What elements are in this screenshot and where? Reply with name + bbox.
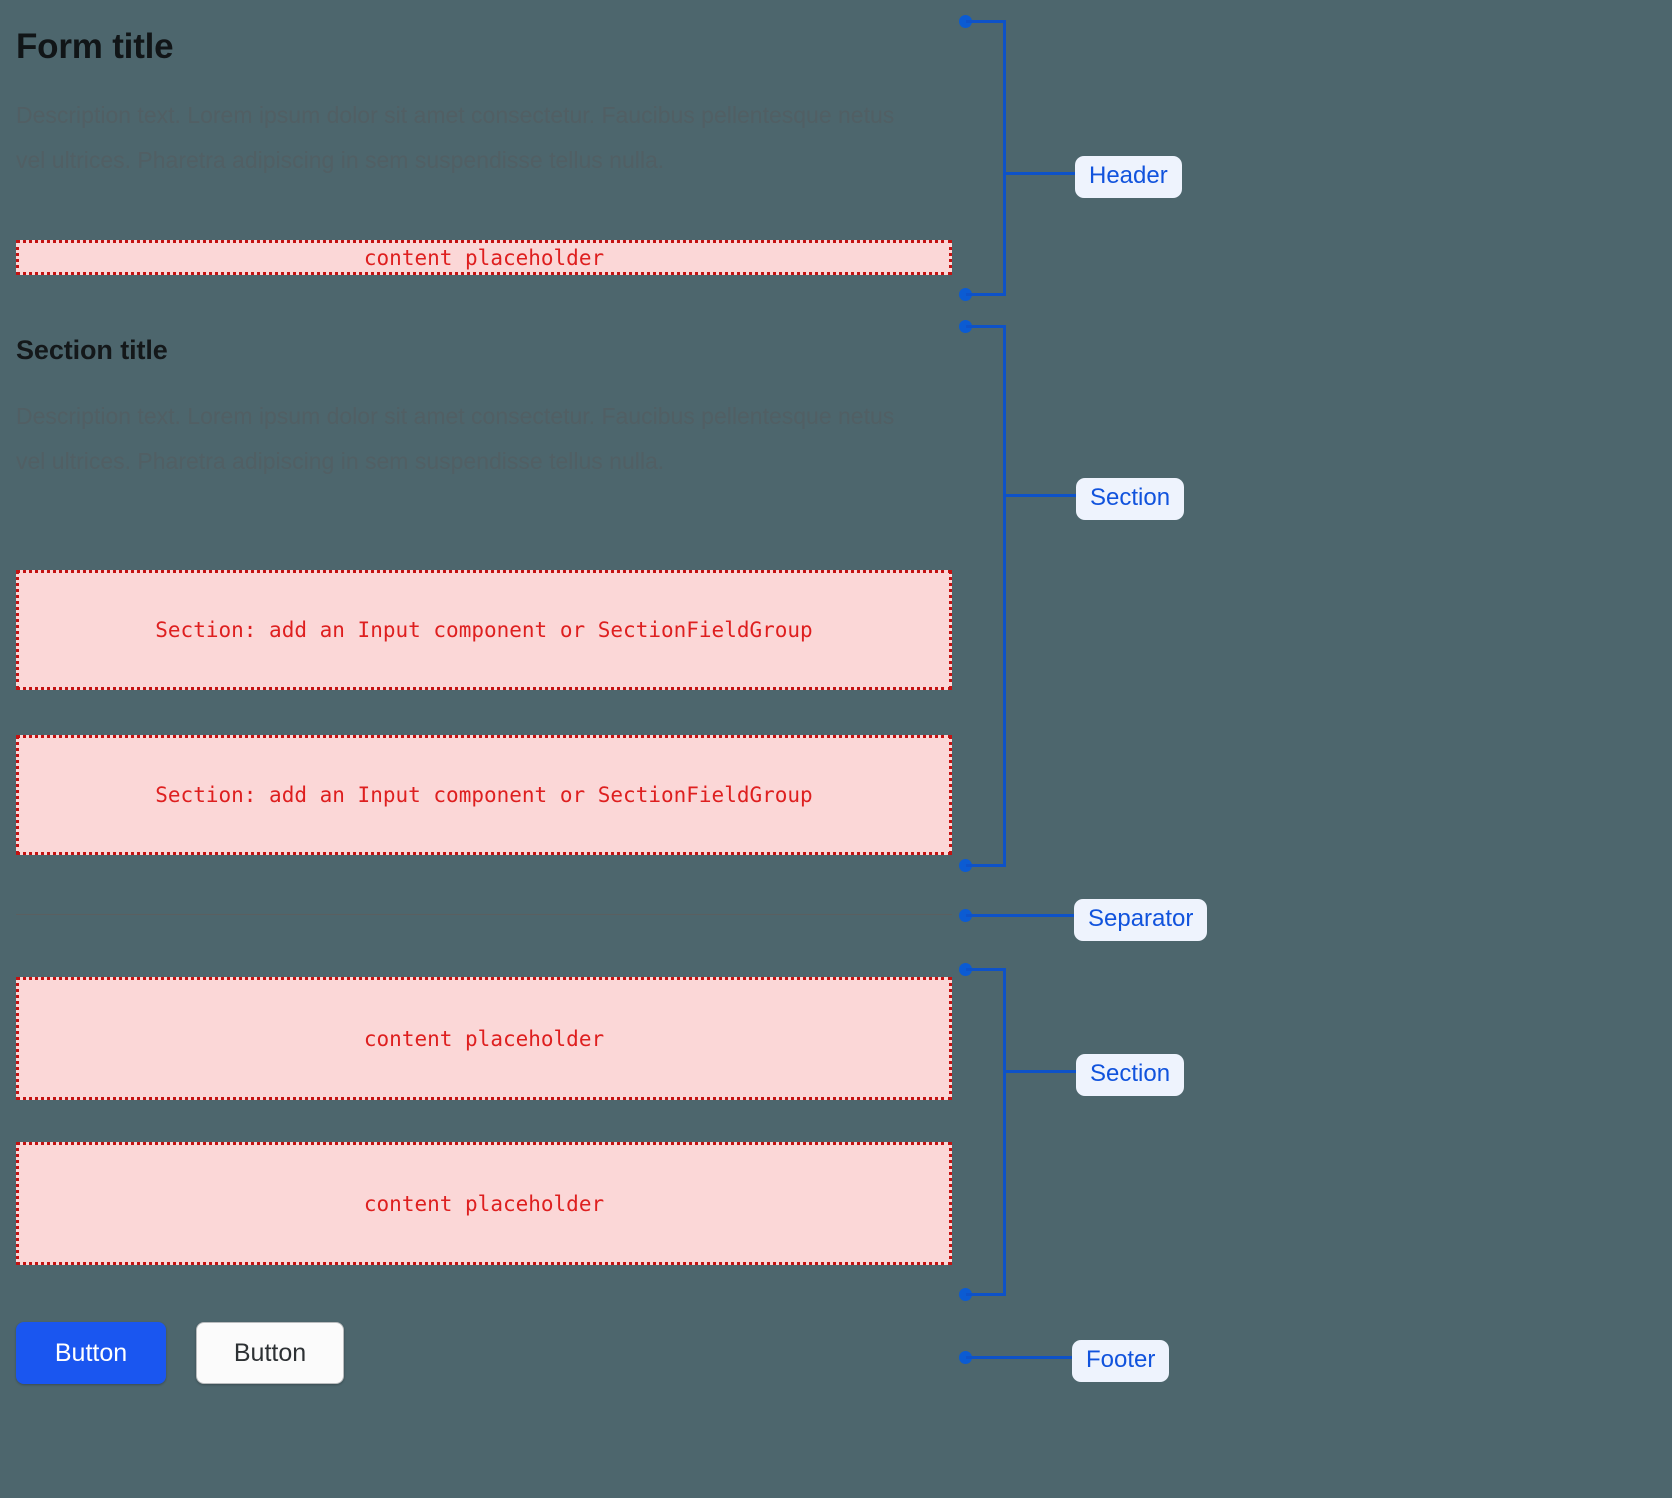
primary-button[interactable]: Button [16, 1322, 166, 1384]
separator-rule [16, 914, 952, 915]
footer-button-row: Button Button [16, 1322, 344, 1384]
annotation-line-section-top [966, 325, 1006, 328]
section-two-content-placeholder-2[interactable]: content placeholder [16, 1142, 952, 1265]
annotation-leader-footer [966, 1356, 1073, 1359]
form-preview: Form title Description text. Lorem ipsum… [16, 0, 952, 1498]
annotation-leader-section [1003, 494, 1076, 497]
annotation-dot-section-two-bottom [959, 1288, 972, 1301]
annotation-dot-separator [959, 909, 972, 922]
annotation-line-header-top [966, 20, 1006, 23]
section-description: Description text. Lorem ipsum dolor sit … [16, 403, 895, 474]
annotation-badge-footer[interactable]: Footer [1072, 1340, 1170, 1382]
annotation-dot-header-bottom [959, 288, 972, 301]
annotation-spine-header [1003, 20, 1006, 296]
annotation-badge-header[interactable]: Header [1075, 156, 1182, 198]
section-title: Section title [16, 335, 168, 365]
annotation-line-section-two-bottom [966, 1293, 1006, 1296]
section-field-placeholder-2[interactable]: Section: add an Input component or Secti… [16, 735, 952, 855]
annotation-spine-section [1003, 325, 1006, 867]
header-content-placeholder[interactable]: content placeholder [16, 240, 952, 275]
annotation-leader-header [1003, 172, 1075, 175]
annotation-line-section-two-top [966, 968, 1006, 971]
annotation-line-section-bottom [966, 864, 1006, 867]
annotation-badge-section-two[interactable]: Section [1076, 1054, 1185, 1096]
page-title: Form title [16, 27, 174, 66]
secondary-button[interactable]: Button [196, 1322, 344, 1384]
annotation-line-header-bottom [966, 293, 1006, 296]
annotation-spine-section-two [1003, 968, 1006, 1296]
annotation-leader-section-two [1003, 1070, 1076, 1073]
annotation-dot-section-bottom [959, 859, 972, 872]
annotation-dot-section-two-top [959, 963, 972, 976]
section-two-content-placeholder-1[interactable]: content placeholder [16, 977, 952, 1100]
header-description: Description text. Lorem ipsum dolor sit … [16, 102, 895, 173]
annotation-leader-separator [966, 914, 1079, 917]
annotation-dot-footer [959, 1351, 972, 1364]
annotation-badge-separator[interactable]: Separator [1074, 899, 1208, 941]
annotation-badge-section[interactable]: Section [1076, 478, 1185, 520]
annotation-dot-section-top [959, 320, 972, 333]
section-field-placeholder-1[interactable]: Section: add an Input component or Secti… [16, 570, 952, 690]
annotation-dot-header-top [959, 15, 972, 28]
